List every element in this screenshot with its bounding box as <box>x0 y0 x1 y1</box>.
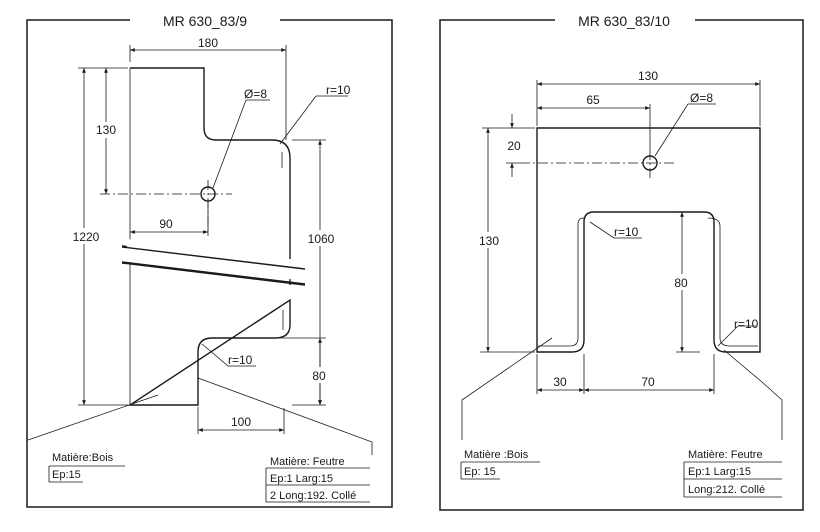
right-feutre-label: Matière: Feutre <box>688 449 763 461</box>
left-leader-hole <box>212 99 270 189</box>
right-feutre-table <box>683 461 782 498</box>
right-leader-radius-inner <box>589 221 642 239</box>
right-bois-label: Matière :Bois <box>464 449 529 461</box>
right-bois-table <box>460 461 540 480</box>
right-ext-130w <box>536 80 761 126</box>
right-feutre-thickness: Ep:1 Larg:15 <box>688 466 751 478</box>
right-dim-80-label: 80 <box>674 276 688 290</box>
right-part-outline <box>536 127 761 353</box>
left-part-outline <box>127 67 291 406</box>
left-radius-bottom-label: r=10 <box>228 353 253 367</box>
left-dim-1220-label: 1220 <box>73 230 100 244</box>
right-sheet-title: MR 630_83/10 <box>578 13 670 29</box>
right-ext-30-70 <box>536 354 715 394</box>
left-felt-strip <box>281 152 284 330</box>
left-dim-100-label: 100 <box>231 415 251 429</box>
right-sheet-frame <box>439 19 804 511</box>
left-bois-thickness: Ep:15 <box>52 469 81 481</box>
right-dim-30-label: 30 <box>553 375 567 389</box>
right-ext-80 <box>676 211 700 353</box>
right-sheet: MR 630_83/10 130 65 Ø=8 20 130 r=10 <box>439 9 804 511</box>
right-radius-right-label: r=10 <box>734 317 759 331</box>
left-leader-feutre <box>197 377 373 455</box>
left-sheet: MR 630_83/9 180 1220 130 90 Ø=8 <box>26 9 393 508</box>
right-dim-65-label: 65 <box>586 93 600 107</box>
left-sheet-title: MR 630_83/9 <box>163 13 247 29</box>
left-bois-table <box>48 465 125 483</box>
left-leader-radius-bottom <box>201 343 256 367</box>
right-feutre-length: Long:212. Collé <box>688 484 765 496</box>
left-ext-180 <box>129 45 287 140</box>
left-radius-top-label: r=10 <box>326 83 351 97</box>
right-leader-radius-right <box>717 325 756 347</box>
left-feutre-thickness: Ep:1 Larg:15 <box>270 473 333 485</box>
right-felt-strip <box>538 217 758 347</box>
left-ext-1220 <box>78 67 128 406</box>
right-hole-diameter-label: Ø=8 <box>690 91 713 105</box>
right-dim-70-label: 70 <box>641 375 655 389</box>
left-dim-180-label: 180 <box>198 36 218 50</box>
left-hole-diameter-label: Ø=8 <box>244 87 267 101</box>
left-dim-90-label: 90 <box>159 217 173 231</box>
left-feutre-table <box>265 467 370 503</box>
left-leader-bois <box>27 394 159 441</box>
left-bois-label: Matière:Bois <box>52 452 114 464</box>
left-dim-130-label: 130 <box>96 123 116 137</box>
right-hole-center <box>520 150 674 178</box>
right-dim-130h-label: 130 <box>479 234 499 248</box>
right-dim-130w-label: 130 <box>638 69 658 83</box>
left-dim-80-label: 80 <box>312 369 326 383</box>
left-dim-1060-label: 1060 <box>308 232 335 246</box>
left-feutre-label: Matière: Feutre <box>270 456 345 468</box>
right-leader-bois <box>461 337 553 440</box>
right-leader-feutre <box>723 349 783 440</box>
right-bois-thickness: Ep: 15 <box>464 466 496 478</box>
left-feutre-length: 2 Long:192. Collé <box>270 490 356 502</box>
right-leader-hole <box>654 103 716 157</box>
right-radius-inner-label: r=10 <box>614 225 639 239</box>
left-leader-radius-top <box>279 95 348 145</box>
right-dim-20-label: 20 <box>507 139 521 153</box>
left-break-lines-2 <box>121 246 306 286</box>
